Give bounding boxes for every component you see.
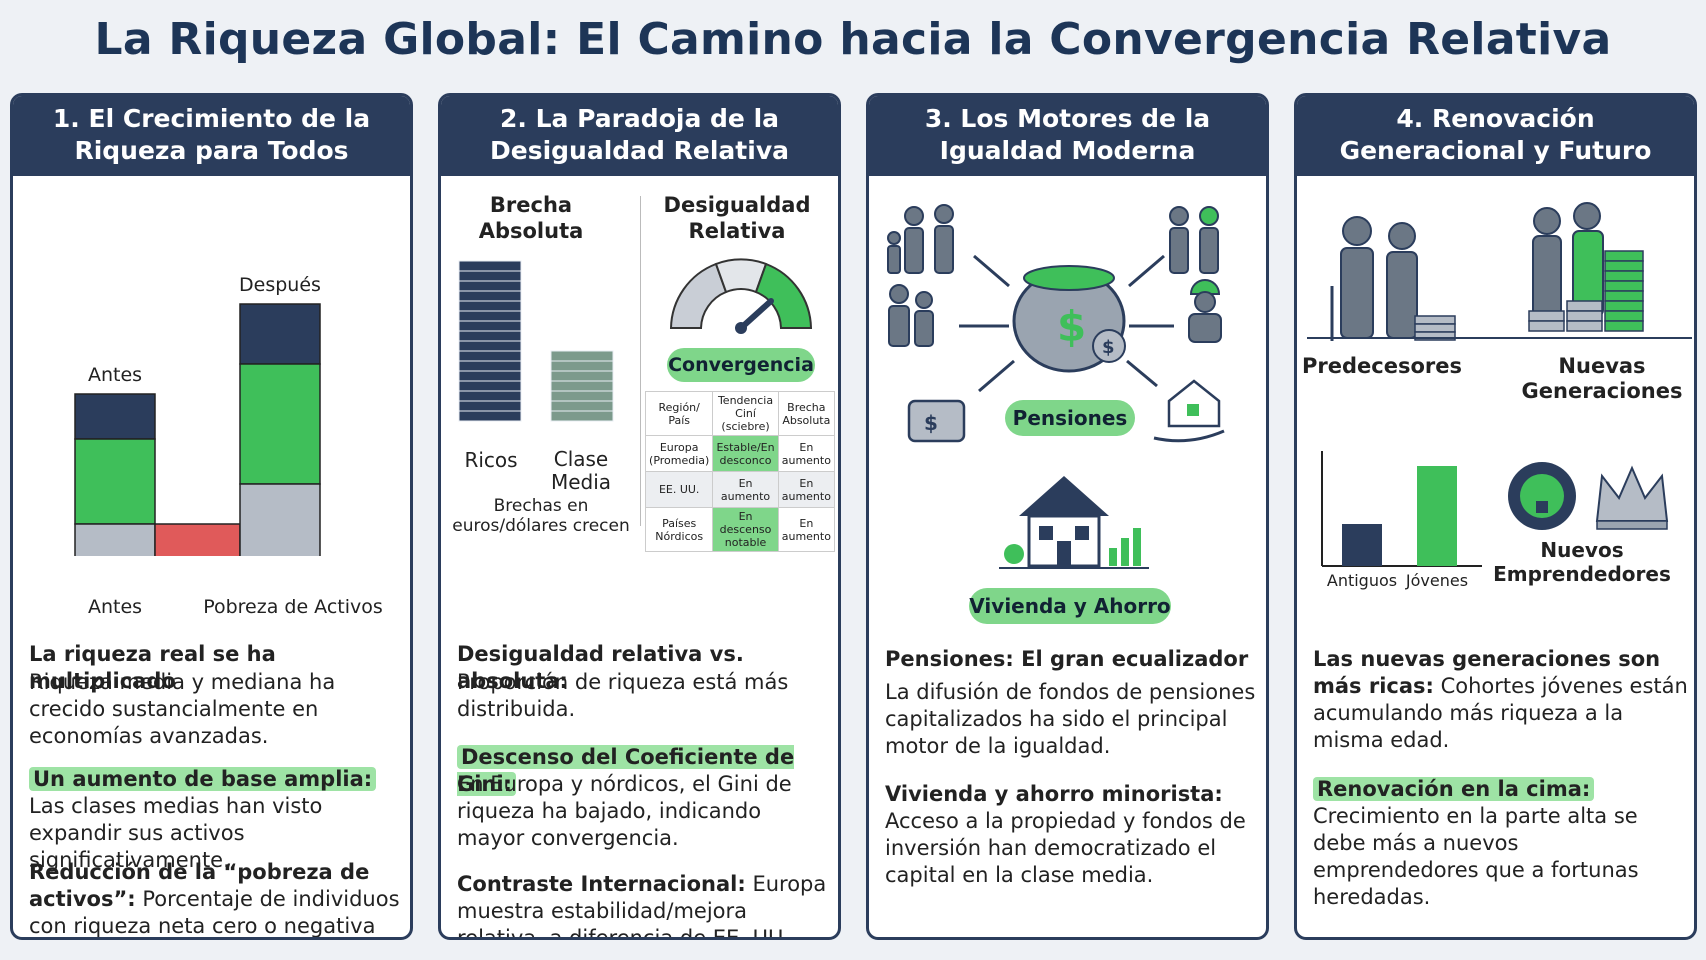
house-savings-icon bbox=[999, 476, 1149, 569]
panel-1-heading: 1. El Crecimiento de la Riqueza para Tod… bbox=[13, 96, 410, 176]
p2-text: En Europa y nórdicos, el Gini de riqueza… bbox=[457, 772, 792, 850]
p1-text: Proporción de riqueza está más distribui… bbox=[457, 670, 789, 721]
small-money-icon bbox=[1414, 315, 1456, 341]
gauge-icon bbox=[669, 258, 813, 334]
generations-illustration bbox=[1307, 202, 1692, 567]
money-pot-icon: $ $ bbox=[1012, 265, 1126, 373]
p1-text: La difusión de fondos de pensiones capit… bbox=[885, 680, 1256, 758]
axis-label-before: Antes bbox=[87, 596, 143, 618]
bar-asset-poverty bbox=[154, 523, 241, 556]
table-row: EE. UU. En aumento En aumento bbox=[644, 471, 836, 508]
panel-4-heading: 4. Renovación Generacional y Futuro bbox=[1297, 96, 1694, 176]
arrow-icons bbox=[959, 254, 1174, 393]
table-header: Brecha Absoluta bbox=[777, 391, 836, 436]
bar-after-top bbox=[239, 303, 321, 365]
table-header: Tendencia Ciní (sciebre) bbox=[712, 391, 779, 436]
bar-before-top bbox=[74, 393, 156, 440]
convergence-badge: Convergencia bbox=[667, 348, 815, 382]
parent-child-icon bbox=[888, 284, 934, 347]
panel-relative-inequality: 2. La Paradoja de la Desigualdad Relativ… bbox=[438, 93, 841, 940]
p1-title: Desigualdad relativa vs. absoluta: bbox=[457, 642, 744, 693]
label-predecessors: Predecesores bbox=[1302, 354, 1462, 378]
bar-young bbox=[1417, 466, 1457, 566]
p2-block: Un aumento de base amplia: Las clases me… bbox=[29, 766, 404, 874]
table-row: Europa (Promedia) Estable/En desconco En… bbox=[644, 435, 836, 472]
money-piles-icon bbox=[1528, 250, 1644, 332]
axis-label-old: Antiguos bbox=[1326, 571, 1398, 590]
wallet-icon: $ bbox=[907, 399, 966, 443]
pensions-badge: Pensiones bbox=[1005, 400, 1135, 436]
panel-wealth-growth: 1. El Crecimiento de la Riqueza para Tod… bbox=[10, 93, 413, 940]
label-before-top: Antes bbox=[87, 364, 143, 386]
label-rich: Ricos bbox=[464, 448, 518, 472]
housing-savings-badge: Vivienda y Ahorro bbox=[969, 588, 1171, 624]
house-in-hand-icon bbox=[1153, 379, 1225, 443]
inequality-table: Región/ País Tendencia Ciní (sciebre) Br… bbox=[644, 391, 836, 552]
crown-icon bbox=[1595, 465, 1669, 530]
young-couple-icon bbox=[1532, 202, 1604, 317]
p2-title: Descenso del Coeficiente de Gini: bbox=[457, 745, 795, 796]
svg-text:$: $ bbox=[1102, 337, 1115, 358]
workers-icon bbox=[1169, 206, 1219, 274]
bar-before-middle bbox=[74, 438, 156, 525]
panel-generational-renewal: 4. Renovación Generacional y Futuro bbox=[1294, 93, 1697, 940]
p3-block: Reducción de la “pobreza de activos”: Po… bbox=[29, 860, 400, 938]
label-after: Después bbox=[239, 274, 321, 296]
svg-text:$: $ bbox=[1057, 302, 1086, 351]
bar-after-base bbox=[239, 483, 321, 556]
bar-old bbox=[1342, 524, 1382, 566]
gear-lightbulb-icon bbox=[1508, 462, 1576, 530]
table-header: Región/ País bbox=[644, 391, 714, 436]
p1-text: Riqueza media y mediana ha crecido susta… bbox=[29, 670, 336, 748]
wealth-bar-chart bbox=[74, 303, 321, 556]
p2-text: Crecimiento en la parte alta se debe más… bbox=[1313, 804, 1639, 909]
panel-3-heading: 3. Los Motores de la Igualdad Moderna bbox=[869, 96, 1266, 176]
p1-title: Pensiones: El gran ecualizador bbox=[885, 647, 1249, 671]
construction-worker-icon bbox=[1188, 279, 1222, 343]
svg-text:$: $ bbox=[924, 411, 938, 435]
axis-label-young: Jóvenes bbox=[1405, 571, 1469, 590]
panel-equality-engines: 3. Los Motores de la Igualdad Moderna bbox=[866, 93, 1269, 940]
panel-2-heading: 2. La Paradoja de la Desigualdad Relativ… bbox=[441, 96, 838, 176]
p3-block: Contraste Internacional: Europa muestra … bbox=[457, 872, 827, 940]
bar-before-base bbox=[74, 523, 156, 556]
column-divider bbox=[640, 196, 641, 526]
pension-diagram: $ $ $ bbox=[887, 204, 1225, 569]
p2-text: Acceso a la propiedad y fondos de invers… bbox=[885, 809, 1246, 887]
bar-after-middle bbox=[239, 363, 321, 485]
p2-title: Vivienda y ahorro minorista: bbox=[885, 782, 1223, 806]
elderly-couple-icon bbox=[1330, 216, 1418, 341]
p1-title: La riqueza real se ha multiplicado bbox=[29, 642, 276, 693]
table-row: Países Nórdicos En descenso notable En a… bbox=[644, 507, 836, 552]
family-icon bbox=[887, 204, 954, 274]
money-stacks-icon bbox=[458, 260, 614, 422]
p1-block: Las nuevas generaciones son más ricas: C… bbox=[1313, 647, 1688, 752]
page-title: La Riqueza Global: El Camino hacia la Co… bbox=[94, 14, 1612, 65]
axis-label-poverty: Pobreza de Activos bbox=[203, 596, 383, 618]
p2-title: Renovación en la cima: bbox=[1313, 776, 1688, 803]
